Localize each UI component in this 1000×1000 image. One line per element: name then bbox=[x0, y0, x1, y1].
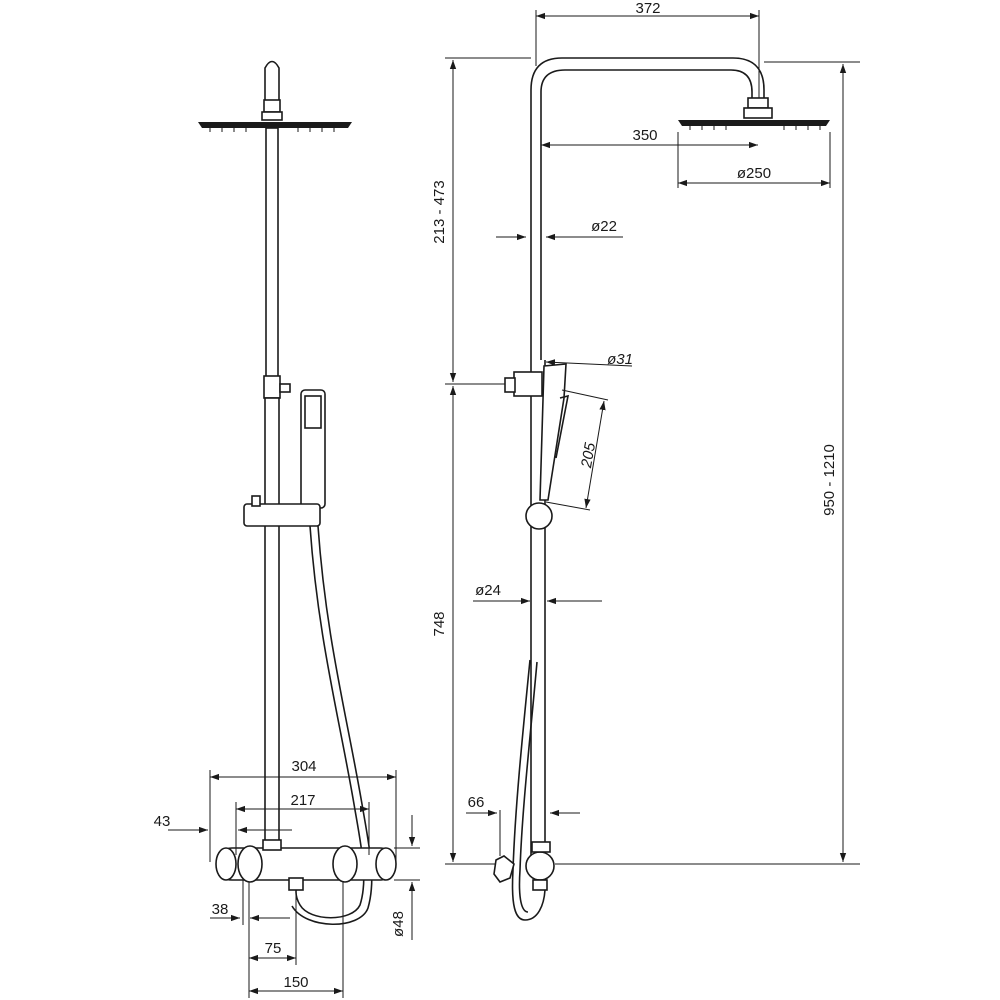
mixer-right-knob bbox=[375, 847, 397, 881]
side-view bbox=[493, 57, 830, 921]
rain-shower-head-side bbox=[678, 120, 830, 126]
tube-mixer-connector bbox=[262, 839, 282, 851]
dim-handle-length: 43 bbox=[154, 813, 171, 830]
dim-outlet-offset: 75 bbox=[265, 940, 282, 957]
mixer-connector-side bbox=[531, 841, 551, 853]
side-view-dimensions: 372 350 ø250 ø22 ø31 205 ø24 66 bbox=[431, 0, 860, 865]
mixer-left-knob bbox=[215, 847, 237, 881]
slider-side bbox=[525, 502, 553, 530]
dim-line-205 bbox=[584, 400, 606, 509]
head-nozzles-side bbox=[689, 126, 821, 130]
shower-hose-side bbox=[511, 659, 546, 921]
slider-bracket bbox=[243, 503, 321, 527]
inlet-left bbox=[237, 845, 263, 883]
front-view bbox=[198, 60, 397, 925]
dim-lower-height: 748 bbox=[431, 611, 448, 636]
arm-connector-lower bbox=[743, 107, 773, 119]
mixer-body-side bbox=[525, 851, 555, 881]
mixer-outlet bbox=[288, 877, 304, 891]
dim-total-height-range: 950 - 1210 bbox=[821, 444, 838, 516]
top-cap bbox=[264, 60, 280, 100]
rain-shower-head-front bbox=[198, 122, 352, 128]
inlet-right bbox=[332, 845, 358, 883]
upper-riser-tube bbox=[265, 127, 279, 379]
mixer-outlet-side bbox=[532, 879, 548, 891]
hand-shower-face bbox=[304, 395, 322, 429]
dim-mixer-diameter: ø48 bbox=[390, 911, 407, 937]
dim-head-diameter: ø250 bbox=[737, 165, 771, 182]
head-connector-lower bbox=[261, 111, 283, 121]
dim-mixer-offset: 66 bbox=[468, 794, 485, 811]
mixer-inlet-side bbox=[493, 855, 515, 883]
shower-arm-inner bbox=[540, 69, 753, 360]
dim-handle-offset: 38 bbox=[212, 901, 229, 918]
dim-inlet-centres: 150 bbox=[283, 974, 308, 991]
dim-handshower: 205 bbox=[578, 441, 599, 470]
clamp-knob-side bbox=[504, 377, 516, 393]
dim-mixer-length: 304 bbox=[291, 758, 316, 775]
shower-arm-outer bbox=[530, 57, 765, 858]
front-view-dimensions: 304 217 43 38 75 150 ø48 bbox=[154, 758, 420, 998]
arm-connector bbox=[747, 97, 769, 109]
dim-line-31 bbox=[545, 359, 633, 367]
dim-arm-width: 372 bbox=[635, 0, 660, 17]
dim-inlet-spacing: 217 bbox=[290, 792, 315, 809]
slider-knob bbox=[251, 495, 261, 507]
dim-top-tube: ø22 bbox=[591, 218, 617, 235]
dim-head-height-range: 213 - 473 bbox=[431, 180, 448, 243]
height-clamp-side bbox=[513, 371, 543, 397]
clamp-knob bbox=[279, 383, 291, 393]
hand-shower-side bbox=[539, 363, 567, 501]
dim-holder: ø31 bbox=[607, 351, 633, 368]
height-clamp bbox=[263, 375, 281, 399]
head-nozzles-front bbox=[209, 128, 335, 132]
head-connector bbox=[263, 99, 281, 113]
dim-arm-projection: 350 bbox=[632, 127, 657, 144]
dim-bottom-tube: ø24 bbox=[475, 582, 501, 599]
